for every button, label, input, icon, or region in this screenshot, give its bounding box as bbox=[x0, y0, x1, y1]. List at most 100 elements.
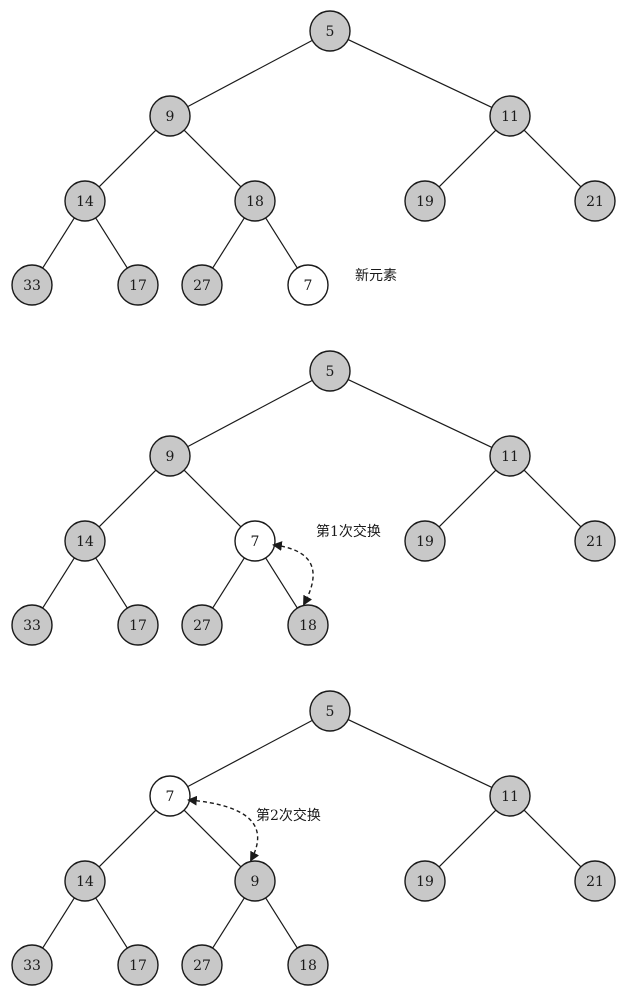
tree-edge bbox=[347, 38, 493, 109]
tree-edge bbox=[98, 129, 157, 188]
heap-node-circle bbox=[117, 264, 159, 306]
heap-node-label: 17 bbox=[129, 618, 147, 634]
heap-node-label: 11 bbox=[501, 449, 519, 465]
tree-edge bbox=[438, 809, 497, 868]
heap-node-circle-new bbox=[234, 520, 276, 562]
heap-node-circle bbox=[404, 180, 446, 222]
step-note: 第1次交换 bbox=[316, 523, 381, 540]
heap-node-circle bbox=[489, 775, 531, 817]
heap-node-circle bbox=[117, 604, 159, 646]
heap-node: 18 bbox=[287, 604, 329, 646]
step-note: 新元素 bbox=[355, 268, 397, 284]
tree-edge bbox=[523, 129, 582, 188]
tree-edge bbox=[187, 39, 313, 108]
heap-node: 18 bbox=[234, 180, 276, 222]
heap-node: 14 bbox=[64, 520, 106, 562]
heap-node-circle bbox=[181, 264, 223, 306]
tree-edge bbox=[42, 557, 75, 609]
heap-node-label: 19 bbox=[416, 194, 434, 210]
heap-node: 21 bbox=[574, 180, 616, 222]
tree-edge bbox=[95, 217, 128, 269]
heap-node-circle bbox=[149, 95, 191, 137]
tree-edge bbox=[183, 809, 242, 868]
tree-edge bbox=[438, 469, 497, 528]
heap-node: 5 bbox=[309, 690, 351, 732]
heap-node-circle bbox=[64, 520, 106, 562]
heap-node-label: 19 bbox=[416, 874, 434, 890]
tree-edge bbox=[523, 469, 582, 528]
tree-edge bbox=[523, 809, 582, 868]
heap-node-label: 27 bbox=[193, 278, 211, 294]
tree-edge bbox=[42, 897, 75, 949]
heap-node-label: 18 bbox=[299, 618, 317, 634]
heap-node: 7 bbox=[234, 520, 276, 562]
heap-node: 19 bbox=[404, 180, 446, 222]
heap-node-circle bbox=[11, 944, 53, 986]
heap-node-label: 9 bbox=[251, 874, 260, 890]
tree-edge bbox=[265, 217, 298, 269]
swap-arrow bbox=[187, 795, 260, 862]
heap-node-circle bbox=[181, 944, 223, 986]
heap-node-label: 5 bbox=[326, 364, 335, 380]
heap-node-label: 21 bbox=[586, 874, 604, 890]
heap-node-circle bbox=[309, 10, 351, 52]
heap-node: 9 bbox=[149, 95, 191, 137]
tree-edge bbox=[212, 557, 245, 609]
heap-panel-step-2: 5 7 11 14 9 19 21 33 17 27 18 第2次交换 bbox=[11, 690, 616, 986]
heap-node-label: 18 bbox=[299, 958, 317, 974]
heap-node: 27 bbox=[181, 944, 223, 986]
heap-node: 7 bbox=[149, 775, 191, 817]
heap-node: 21 bbox=[574, 860, 616, 902]
heap-node: 17 bbox=[117, 944, 159, 986]
heap-node: 9 bbox=[234, 860, 276, 902]
heap-node-circle bbox=[574, 860, 616, 902]
heap-node: 17 bbox=[117, 264, 159, 306]
tree-edge bbox=[183, 469, 242, 528]
tree-edge bbox=[187, 719, 313, 788]
heap-node: 9 bbox=[149, 435, 191, 477]
heap-node-circle bbox=[64, 860, 106, 902]
heap-node-label: 18 bbox=[246, 194, 264, 210]
heap-node-label: 7 bbox=[166, 789, 175, 805]
heap-node-label: 5 bbox=[326, 24, 335, 40]
heap-node: 33 bbox=[11, 944, 53, 986]
heap-node-circle bbox=[309, 690, 351, 732]
heap-node-label: 11 bbox=[501, 789, 519, 805]
heap-node: 27 bbox=[181, 604, 223, 646]
heap-node-label: 14 bbox=[76, 874, 94, 890]
heap-node-circle bbox=[287, 944, 329, 986]
heap-node-circle bbox=[404, 860, 446, 902]
tree-edge bbox=[98, 469, 157, 528]
tree-edge bbox=[212, 217, 245, 269]
step-note: 第2次交换 bbox=[256, 807, 321, 824]
heap-node-circle bbox=[64, 180, 106, 222]
heap-node-label: 17 bbox=[129, 958, 147, 974]
heap-node-label: 9 bbox=[166, 449, 175, 465]
heap-node-label: 21 bbox=[586, 534, 604, 550]
heap-node-label: 21 bbox=[586, 194, 604, 210]
tree-edge bbox=[212, 897, 245, 949]
tree-edge bbox=[347, 718, 493, 789]
heap-node: 21 bbox=[574, 520, 616, 562]
heap-node-circle bbox=[11, 604, 53, 646]
heap-node-label: 5 bbox=[326, 704, 335, 720]
heap-node-circle bbox=[181, 604, 223, 646]
heap-node: 11 bbox=[489, 435, 531, 477]
heap-node-circle bbox=[404, 520, 446, 562]
tree-edge bbox=[42, 217, 75, 269]
heap-node-label: 7 bbox=[251, 534, 260, 550]
heap-node-circle bbox=[117, 944, 159, 986]
heap-node-circle bbox=[574, 520, 616, 562]
swap-arrow bbox=[272, 541, 314, 606]
heap-node-label: 7 bbox=[304, 278, 313, 294]
tree-edge bbox=[98, 809, 157, 868]
heap-node-circle bbox=[574, 180, 616, 222]
heap-panel-step-1: 5 9 11 14 7 19 21 33 17 27 18 第1次交换 bbox=[11, 350, 616, 646]
heap-node-label: 33 bbox=[23, 618, 41, 634]
heap-node: 19 bbox=[404, 520, 446, 562]
heap-node-circle bbox=[489, 95, 531, 137]
heap-node-label: 14 bbox=[76, 534, 94, 550]
tree-edge bbox=[183, 129, 242, 188]
heap-node-circle bbox=[309, 350, 351, 392]
